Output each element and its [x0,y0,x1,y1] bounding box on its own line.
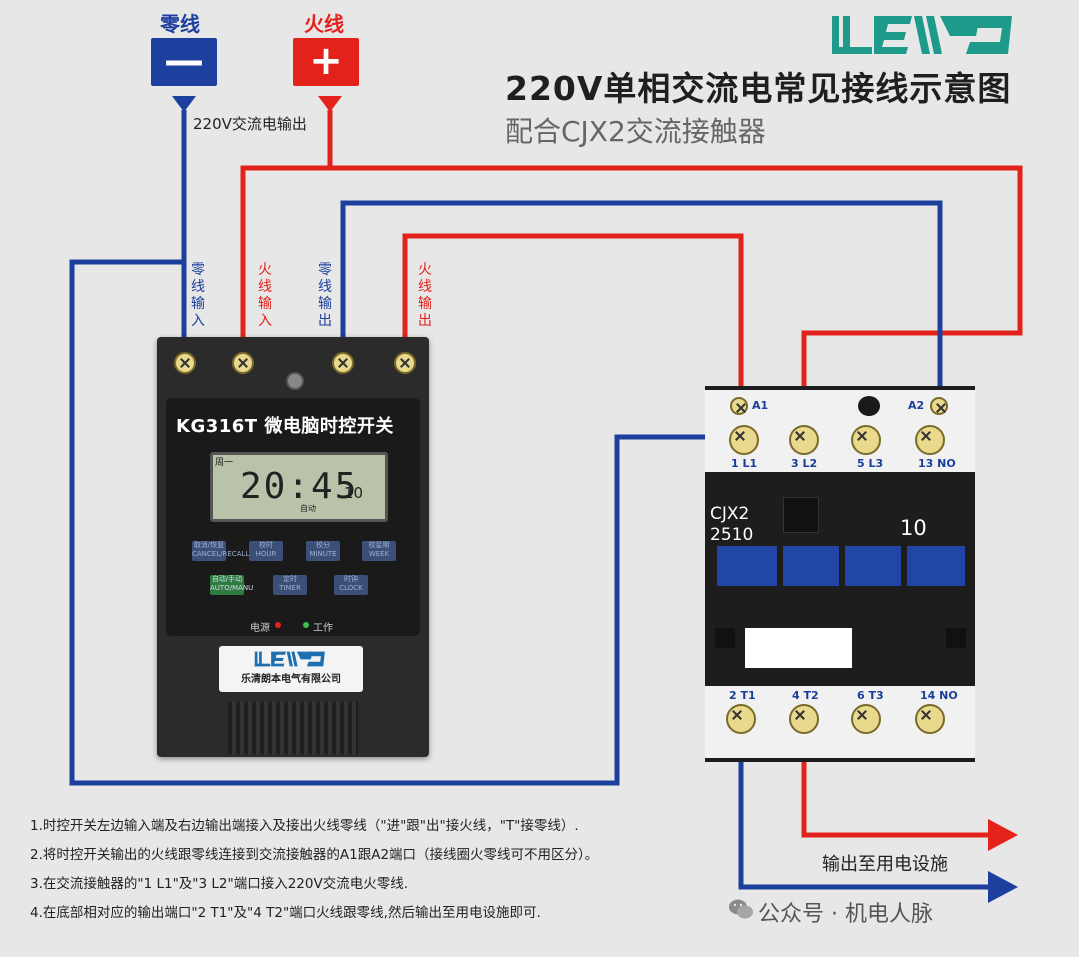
contactor-label-plate [745,628,852,668]
lcd-time: 20:45 [240,466,359,507]
lcd-mode: 自动 [300,504,316,513]
timer-brand-company: 乐清朗本电气有限公司 [241,674,341,685]
contactor-mount-right [946,628,966,648]
terminal-t3-label: 6 T3 [857,689,884,702]
terminal-13no-label: 13 NO [918,457,956,470]
terminal-14no [915,704,945,734]
terminal-l1 [729,425,759,455]
page-subtitle: 配合CJX2交流接触器 [505,115,766,148]
terminal-14no-label: 14 NO [920,689,958,702]
terminal-l2-label: 3 L2 [791,457,818,470]
live-in-label: 火线输入 [258,262,272,329]
live-source-arrow [318,96,342,112]
coil-a1-label: A1 [752,399,769,412]
hour-button[interactable]: 校时 HOUR [249,541,283,561]
live-to-contactor-l2-wire [330,165,1023,425]
instruction-2: 2.将时控开关输出的火线跟零线连接到交流接触器的A1跟A2端口（接线圈火零线可不… [30,847,599,863]
contactor-model: CJX2 2510 [710,504,753,546]
instructions-list: 1.时控开关左边输入端及右边输出端接入及接出火线零线（"进"跟"出"接火线，"T… [30,812,598,928]
terminal-l1-label: 1 L1 [731,457,758,470]
power-led-label: 电源 [250,623,270,634]
live-label: 火线 [304,12,344,36]
neutral-to-contactor-l1-wire [69,259,727,786]
instruction-1: 1.时控开关左边输入端及右边输出端接入及接出火线零线（"进"跟"出"接火线，"T… [30,818,579,834]
timer-lcd [210,452,388,522]
neutral-symbol-box: — [151,38,217,86]
contactor-blue-block-2 [783,546,839,586]
contactor-rating: 10 [900,516,927,540]
neutral-out-label: 零线输出 [318,262,332,329]
lcd-seconds: 10 [344,484,364,502]
coil-a2-label: A2 [908,399,925,412]
terminal-l3 [851,425,881,455]
output-neutral-wire [738,730,990,890]
contactor-indicator-hole [858,396,880,416]
output-label: 输出至用电设施 [822,854,948,875]
timer-terminal-live-out [394,352,416,374]
terminal-t1-label: 2 T1 [729,689,756,702]
instruction-4: 4.在底部相对应的输出端口"2 T1"及"4 T2"端口火线跟零线,然后输出至用… [30,905,541,921]
output-live-arrow [988,819,1018,851]
contactor-blue-block-3 [845,546,901,586]
ac-output-label: 220V交流电输出 [193,115,307,133]
output-neutral-arrow [988,871,1018,903]
terminal-l2 [789,425,819,455]
coil-terminal-a2 [930,397,948,415]
timer-brand-plate [219,646,363,692]
clock-button[interactable]: 时钟 CLOCK [334,575,368,595]
contactor-model-line2: 2510 [710,525,754,545]
timer-screw [286,372,304,390]
timer-model: KG316T 微电脑时控开关 [176,416,394,437]
minute-button[interactable]: 校分 MINUTE [306,541,340,561]
timer-terminal-neutral-out [332,352,354,374]
neutral-label: 零线 [160,12,200,36]
terminal-t2 [789,704,819,734]
instruction-3: 3.在交流接触器的"1 L1"及"3 L2"端口接入220V交流电火零线. [30,876,408,892]
neutral-in-label: 零线输入 [191,262,205,329]
terminal-13no [915,425,945,455]
lcd-day: 周一 [215,458,234,468]
contactor-blue-block-1 [717,546,777,586]
contactor-mount-left [715,628,735,648]
live-out-to-a1-wire [402,233,744,400]
wechat-icon [728,898,754,920]
watermark: 公众号 · 机电人脉 [758,902,933,927]
live-out-label: 火线输出 [418,262,432,329]
coil-terminal-a1 [730,397,748,415]
timer-button[interactable]: 定时 TIMER [273,575,307,595]
work-led-label: 工作 [313,623,333,634]
timer-brand-logo [254,651,325,667]
terminal-t2-label: 4 T2 [792,689,819,702]
week-button[interactable]: 校星期 WEEK [362,541,396,561]
contactor-blue-block-4 [907,546,965,586]
brand-logo [832,16,1012,54]
live-symbol-box: + [293,38,359,86]
terminal-t3 [851,704,881,734]
timer-terminal-live-in [232,352,254,374]
power-led [275,622,281,628]
timer-vents [228,702,358,754]
timer-terminal-neutral-in [174,352,196,374]
page-title: 220V单相交流电常见接线示意图 [505,69,1012,108]
work-led [303,622,309,628]
neutral-source-arrow [172,96,196,112]
auto-manu-button[interactable]: 自动/手动 AUTO/MANU [210,575,253,595]
contactor-window [783,497,819,533]
terminal-t1 [726,704,756,734]
contactor-model-line1: CJX2 [710,504,750,524]
terminal-l3-label: 5 L3 [857,457,884,470]
output-live-wire [801,730,990,838]
live-supply-wire [240,110,333,340]
neutral-out-to-a2-wire [340,200,943,400]
cancel-recall-button[interactable]: 取消/恢复 CANCEL/RECALL [192,541,249,561]
